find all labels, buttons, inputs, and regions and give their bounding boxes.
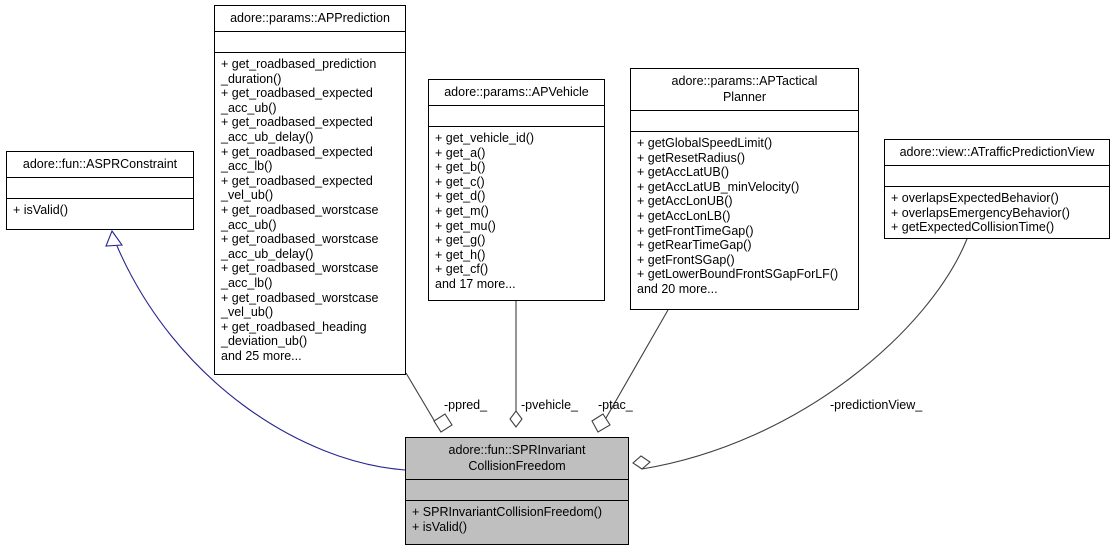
operation: + getLowerBoundFrontSGapForLF() [637,267,839,282]
class-attributes [885,166,1109,187]
class-attributes [631,111,858,132]
operation: + getResetRadius() [637,150,746,165]
class-box-spr-invariant-collision-freedom[interactable]: adore::fun::SPRInvariant CollisionFreedo… [405,437,629,545]
edge-label-ptac: -ptac_ [598,398,633,412]
class-attributes [429,106,604,127]
operation: + get_roadbased_worstcase _acc_lb() [221,261,379,290]
operation: + SPRInvariantCollisionFreedom() [412,505,603,519]
operation: + getRearTimeGap() [637,238,752,253]
operation: + getAccLatUB() [637,165,730,180]
operation: + get_roadbased_expected _acc_ub() [221,86,373,115]
operation: + isValid() [412,519,467,534]
class-operations: + get_roadbased_prediction _duration() +… [215,53,405,367]
class-attributes [7,178,193,199]
operation: + get_mu() [435,218,496,233]
class-attributes [215,32,405,53]
operation: + get_b() [435,160,486,175]
operation: + overlapsEmergencyBehavior() [891,205,1070,220]
class-title: adore::params::APVehicle [429,80,604,106]
operation: + get_roadbased_prediction _duration() [221,57,377,86]
operation: + overlapsExpectedBehavior() [891,191,1059,205]
class-box-aspr-constraint[interactable]: adore::fun::ASPRConstraint + isValid() [6,151,194,230]
class-attributes [406,480,628,501]
operation: + get_m() [435,203,489,218]
operation: + get_vehicle_id() [435,131,535,145]
class-title: adore::params::APTactical Planner [631,69,858,111]
operation: + get_cf() [435,262,489,277]
operation: + getAccLonLB() [637,208,731,223]
class-operations: + get_vehicle_id() + get_a() + get_b() +… [429,127,604,296]
operation: + get_roadbased_worstcase _acc_ub() [221,202,379,232]
operation: + get_roadbased_worstcase _acc_ub_delay(… [221,232,379,261]
operation: + get_roadbased_expected _acc_lb() [221,144,373,174]
edge-label-prediction-view: -predictionView_ [830,398,923,412]
operation: + getAccLatUB_minVelocity() [637,179,800,194]
class-title: adore::params::APPrediction [215,6,405,32]
operation: + getFrontSGap() [637,252,735,267]
class-title: adore::fun::SPRInvariant CollisionFreedo… [406,438,628,480]
edge-label-ppred: -ppred_ [444,398,488,412]
class-box-ap-tactical-planner[interactable]: adore::params::APTactical Planner + getG… [630,68,859,310]
operation: + get_h() [435,247,486,262]
operation-more: and 20 more... [637,281,718,296]
operation: + get_a() [435,145,486,160]
operation: + get_roadbased_worstcase _vel_ub() [221,290,379,320]
edge-label-pvehicle: -pvehicle_ [521,398,578,412]
operation: + get_roadbased_expected _acc_ub_delay() [221,115,373,144]
operation: + get_d() [435,189,486,204]
class-box-atraffic-prediction-view[interactable]: adore::view::ATrafficPredictionView + ov… [884,139,1110,239]
class-box-ap-prediction[interactable]: adore::params::APPrediction + get_roadba… [214,5,406,375]
edge-ptac [591,309,669,433]
operation: + getAccLonUB() [637,194,733,209]
operation: + isValid() [13,203,68,217]
operation: + getGlobalSpeedLimit() [637,136,773,150]
class-title: adore::fun::ASPRConstraint [7,152,193,178]
operation: + get_g() [435,233,486,248]
class-operations: + overlapsExpectedBehavior() + overlapsE… [885,187,1109,239]
class-operations: + SPRInvariantCollisionFreedom() + isVal… [406,501,628,538]
operation: + get_roadbased_expected _vel_ub() [221,173,373,203]
operation: + get_c() [435,174,485,189]
operation-more: and 17 more... [435,276,516,291]
operation: + getFrontTimeGap() [637,223,754,238]
operation: + getExpectedCollisionTime() [891,220,1055,235]
operation-more: and 25 more... [221,348,302,363]
class-operations: + isValid() [7,199,193,222]
class-operations: + getGlobalSpeedLimit() + getResetRadius… [631,132,858,301]
operation: + get_roadbased_heading _deviation_ub() [221,319,367,349]
class-title: adore::view::ATrafficPredictionView [885,140,1109,166]
class-box-ap-vehicle[interactable]: adore::params::APVehicle + get_vehicle_i… [428,79,605,301]
